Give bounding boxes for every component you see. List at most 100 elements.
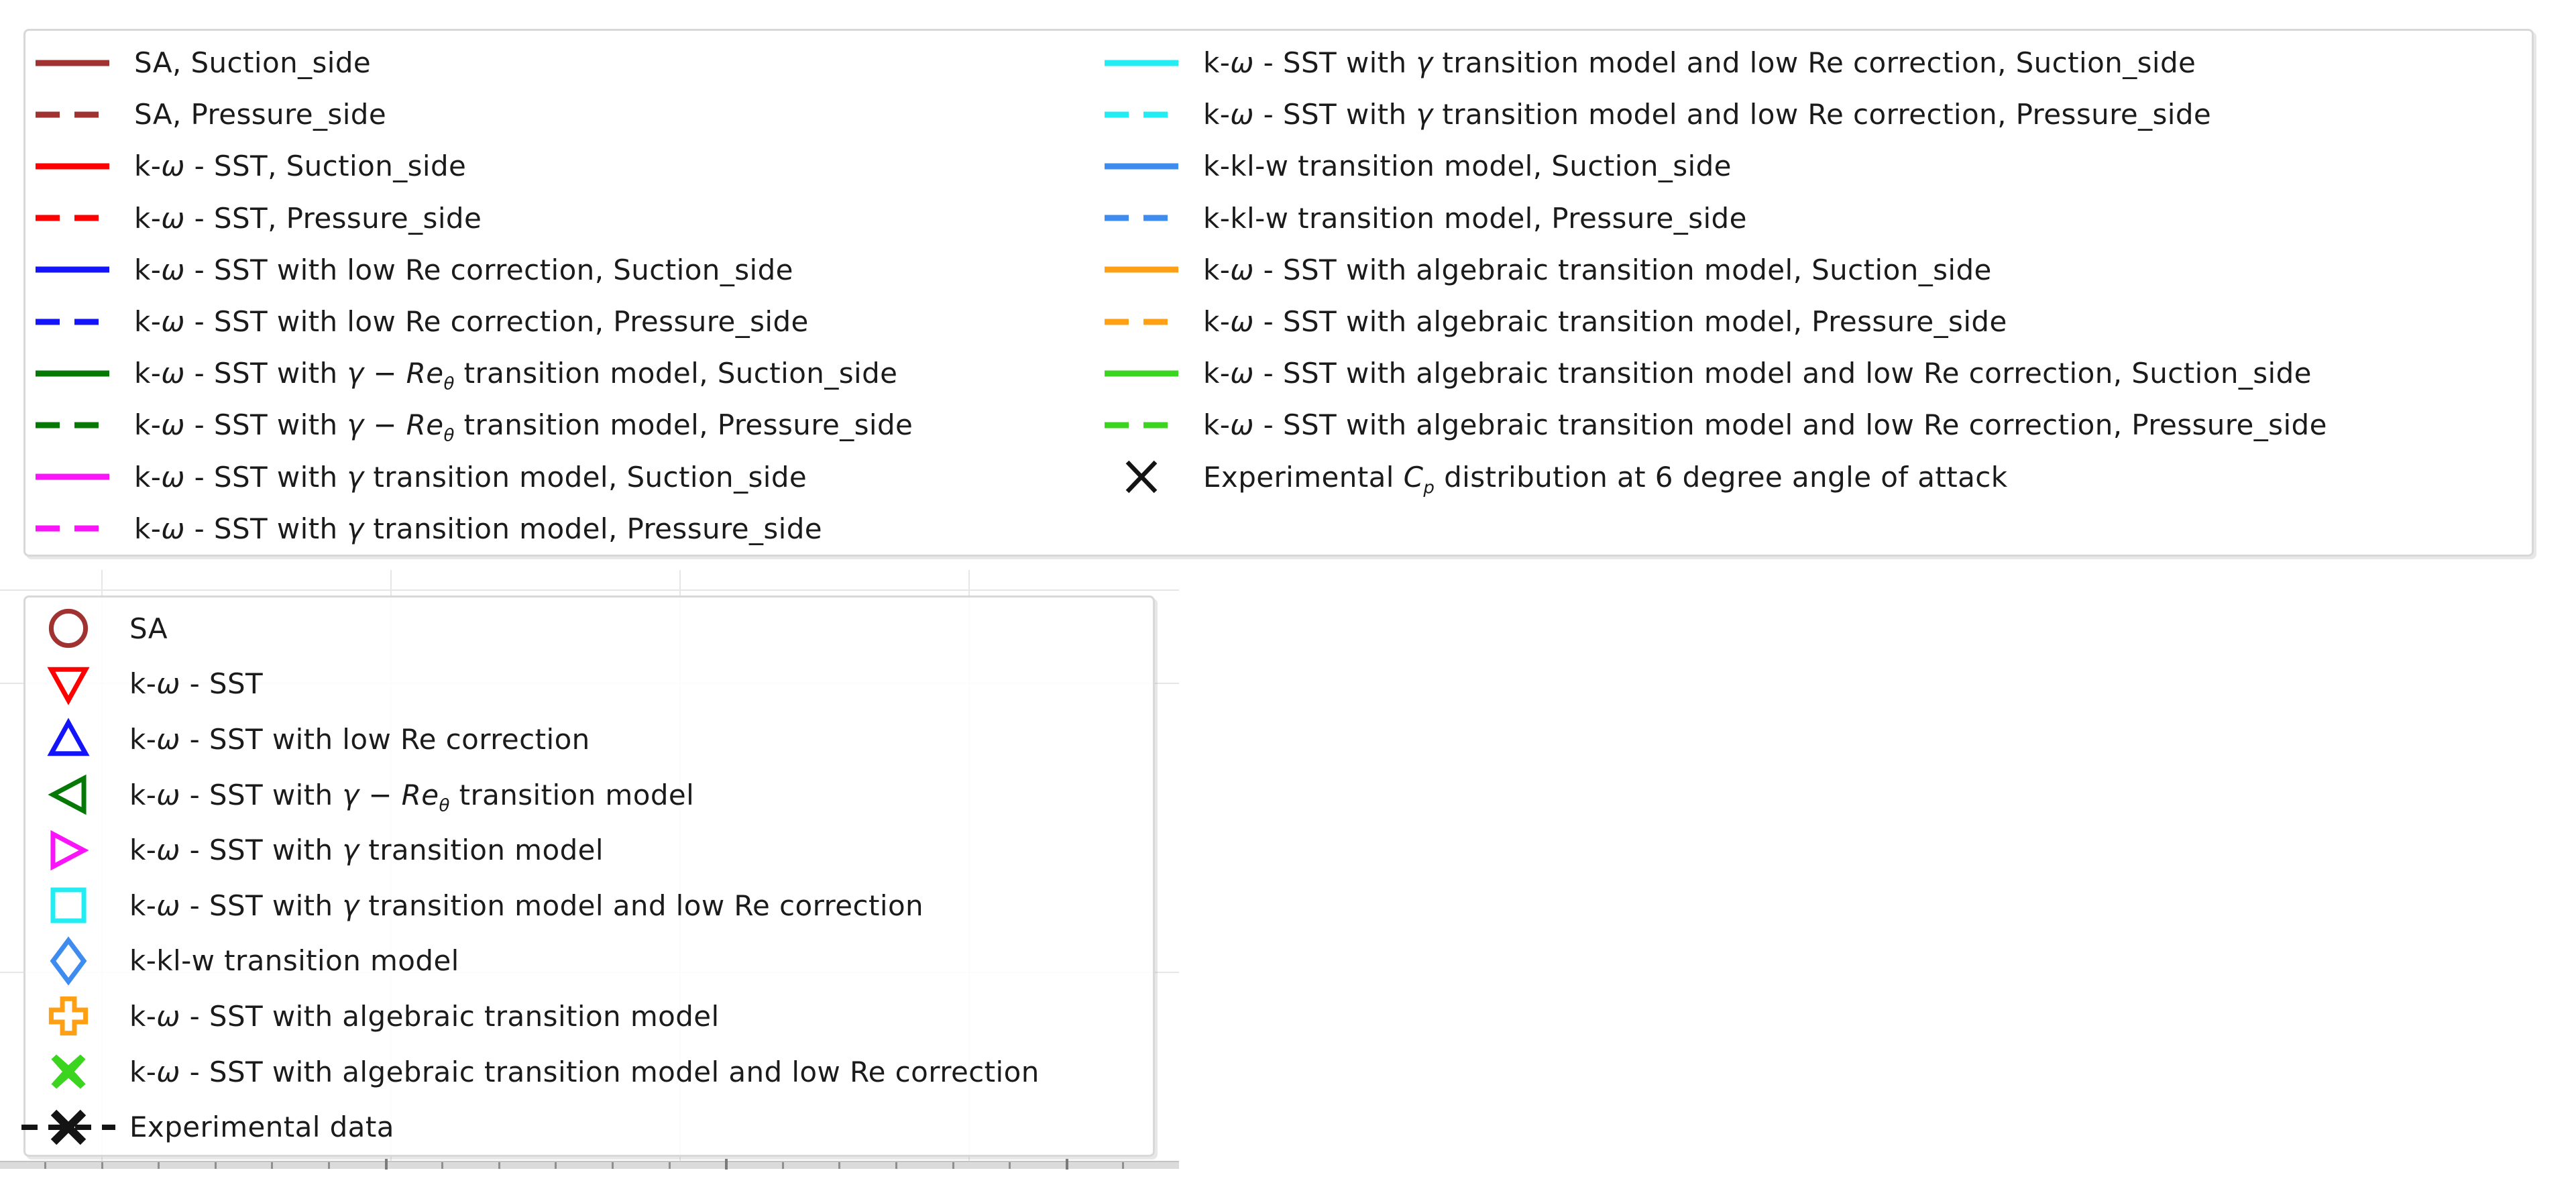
legend-item: SA, Suction_side bbox=[34, 37, 913, 89]
bottom-legend-column: SA k-ω - SST k-ω - SST with low Re corre… bbox=[21, 601, 1040, 1155]
axis-tick bbox=[328, 1162, 330, 1169]
legend-label: k-ω - SST with low Re correction, Suctio… bbox=[134, 253, 793, 286]
legend-item: k-ω - SST with γ transition model, Sucti… bbox=[34, 451, 913, 503]
triangle-up-marker-icon bbox=[43, 718, 94, 760]
legend-label: k-ω - SST with algebraic transition mode… bbox=[1203, 253, 1992, 286]
legend-item: k-ω - SST with algebraic transition mode… bbox=[1103, 399, 2327, 451]
solid-line-swatch bbox=[1103, 355, 1180, 392]
legend-label: k-ω - SST, Suction_side bbox=[134, 150, 467, 183]
legend-item: k-ω - SST with γ transition model, Press… bbox=[34, 503, 913, 555]
axis-tick bbox=[668, 1162, 671, 1169]
axis-tick bbox=[271, 1162, 274, 1169]
axis-tick bbox=[101, 1162, 103, 1169]
legend-label: SA bbox=[129, 612, 168, 645]
legend-item: k-ω - SST with γ transition model bbox=[43, 822, 1040, 878]
legend-label: k-ω - SST with γ transition model and lo… bbox=[1203, 46, 2196, 80]
axis-tick bbox=[838, 1162, 841, 1169]
axis-major-tick bbox=[1065, 1159, 1068, 1170]
axis-tick bbox=[214, 1162, 217, 1169]
legend-item: k-ω - SST with algebraic transition mode… bbox=[43, 1044, 1040, 1100]
solid-line-swatch bbox=[34, 355, 111, 392]
top-legend-box: SA, Suction_side SA, Pressure_side k-ω -… bbox=[23, 29, 2534, 557]
legend-label: Experimental data bbox=[129, 1111, 394, 1144]
axis-tick bbox=[952, 1162, 954, 1169]
solid-line-swatch bbox=[1103, 148, 1180, 185]
top-legend-column-2: k-ω - SST with γ transition model and lo… bbox=[1103, 37, 2327, 503]
legend-label: k-ω - SST with γ transition model bbox=[129, 834, 604, 867]
solid-line-swatch bbox=[34, 44, 111, 82]
diamond-marker-icon bbox=[43, 936, 94, 986]
plus-marker-icon bbox=[43, 995, 94, 1037]
legend-item: k-ω - SST with γ transition model and lo… bbox=[1103, 89, 2327, 140]
axis-tick bbox=[895, 1162, 897, 1169]
axis-tick bbox=[44, 1162, 46, 1169]
dashed-line-swatch bbox=[34, 510, 111, 547]
legend-label: k-kl-w transition model bbox=[129, 944, 459, 978]
legend-item: k-ω - SST with algebraic transition mode… bbox=[1103, 296, 2327, 347]
legend-item: k-ω - SST, Suction_side bbox=[34, 140, 913, 192]
legend-label: Experimental Cp distribution at 6 degree… bbox=[1203, 460, 2008, 498]
triangle-left-marker-icon bbox=[43, 773, 94, 816]
axis-major-tick bbox=[384, 1159, 388, 1170]
dashed-line-swatch bbox=[34, 96, 111, 133]
legend-item: k-ω - SST with algebraic transition mode… bbox=[43, 988, 1040, 1044]
axis-tick bbox=[498, 1162, 500, 1169]
solid-line-swatch bbox=[1103, 251, 1180, 288]
legend-label: k-ω - SST with algebraic transition mode… bbox=[1203, 408, 2327, 442]
legend-label: k-ω - SST with γ transition model, Press… bbox=[134, 512, 823, 545]
top-legend-column-1: SA, Suction_side SA, Pressure_side k-ω -… bbox=[34, 37, 913, 555]
triangle-right-marker-icon bbox=[43, 829, 94, 872]
x-filled-marker-icon bbox=[43, 1050, 94, 1093]
legend-label: k-ω - SST with γ − Reθ transition model,… bbox=[134, 408, 913, 446]
legend-item: k-ω - SST, Pressure_side bbox=[34, 192, 913, 244]
solid-line-swatch bbox=[34, 251, 111, 288]
axis-tick bbox=[441, 1162, 444, 1169]
bottom-legend-box: SA k-ω - SST k-ω - SST with low Re corre… bbox=[21, 595, 1155, 1157]
legend-item: k-ω - SST with low Re correction, Pressu… bbox=[34, 296, 913, 347]
solid-line-swatch bbox=[34, 148, 111, 185]
axis-tick bbox=[1122, 1162, 1125, 1169]
dashed-line-swatch bbox=[34, 199, 111, 237]
legend-item: k-ω - SST with γ − Reθ transition model bbox=[43, 767, 1040, 823]
legend-item: k-ω - SST with γ transition model and lo… bbox=[1103, 37, 2327, 89]
legend-item: k-ω - SST with γ − Reθ transition model,… bbox=[34, 399, 913, 451]
axis-tick bbox=[1009, 1162, 1011, 1169]
legend-label: k-ω - SST with γ transition model, Sucti… bbox=[134, 460, 807, 494]
dashed-line-swatch bbox=[1103, 199, 1180, 237]
legend-label: k-ω - SST with algebraic transition mode… bbox=[1203, 305, 2007, 339]
legend-label: k-ω - SST with algebraic transition mode… bbox=[129, 999, 720, 1033]
legend-item: k-ω - SST with γ − Reθ transition model,… bbox=[34, 347, 913, 399]
x-thin-marker-icon bbox=[1103, 458, 1180, 496]
legend-label: k-ω - SST, Pressure_side bbox=[134, 201, 482, 235]
triangle-down-marker-icon bbox=[43, 663, 94, 705]
legend-label: k-ω - SST with low Re correction, Pressu… bbox=[134, 305, 809, 339]
legend-item: k-ω - SST with algebraic transition mode… bbox=[1103, 244, 2327, 296]
square-marker-icon bbox=[43, 884, 94, 927]
legend-label: SA, Pressure_side bbox=[134, 98, 387, 131]
solid-line-swatch bbox=[1103, 44, 1180, 82]
dashed-line-swatch bbox=[1103, 96, 1180, 133]
circle-marker-icon bbox=[43, 607, 94, 650]
axis-major-tick bbox=[725, 1159, 728, 1170]
legend-label: k-ω - SST bbox=[129, 667, 264, 701]
legend-item: k-ω - SST with low Re correction, Suctio… bbox=[34, 244, 913, 296]
dashed-line-swatch bbox=[34, 303, 111, 341]
legend-item: k-ω - SST with algebraic transition mode… bbox=[1103, 347, 2327, 399]
x-axis-strip bbox=[0, 1159, 1179, 1170]
dashed-line-swatch bbox=[34, 406, 111, 444]
axis-tick bbox=[781, 1162, 784, 1169]
dashed-line-swatch bbox=[1103, 406, 1180, 444]
legend-item: k-ω - SST with γ transition model and lo… bbox=[43, 878, 1040, 933]
legend-item: k-ω - SST bbox=[43, 657, 1040, 712]
legend-label: k-ω - SST with algebraic transition mode… bbox=[1203, 357, 2312, 390]
legend-item: k-ω - SST with low Re correction bbox=[43, 712, 1040, 767]
axis-tick bbox=[158, 1162, 160, 1169]
legend-label: k-ω - SST with γ − Reθ transition model bbox=[129, 778, 695, 815]
legend-label: k-kl-w transition model, Suction_side bbox=[1203, 150, 1732, 183]
solid-line-swatch bbox=[34, 458, 111, 496]
legend-item: SA, Pressure_side bbox=[34, 89, 913, 140]
legend-label: k-ω - SST with γ − Reθ transition model,… bbox=[134, 357, 898, 394]
legend-label: SA, Suction_side bbox=[134, 46, 372, 80]
legend-label: k-ω - SST with low Re correction bbox=[129, 722, 590, 756]
